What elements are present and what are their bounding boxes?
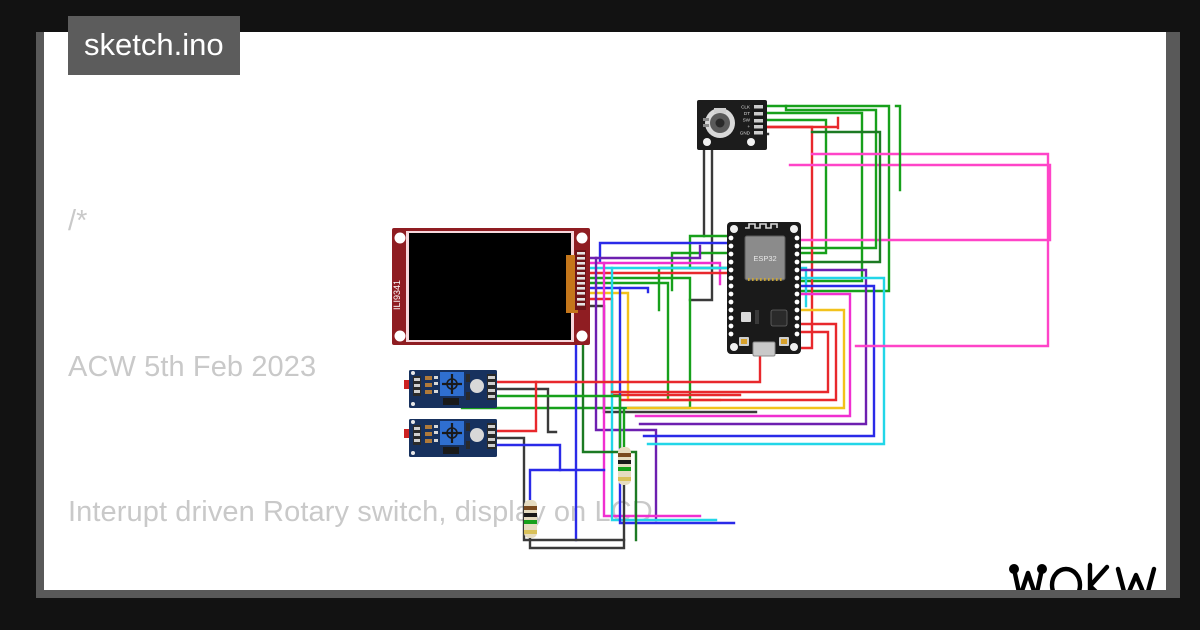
wire-green-1[interactable] bbox=[758, 104, 891, 293]
wire-red-right[interactable] bbox=[618, 322, 838, 402]
wire-cyan-down[interactable] bbox=[610, 266, 718, 522]
wire-black-res-bottom[interactable] bbox=[528, 483, 626, 550]
wire-blue-res[interactable] bbox=[528, 468, 562, 502]
code-line: /* bbox=[68, 205, 88, 237]
file-tab-sketch-ino[interactable]: sketch.ino bbox=[68, 16, 240, 75]
esp32-chip-label: ESP32 bbox=[753, 254, 776, 263]
wire-blue-esp-left[interactable] bbox=[598, 241, 729, 264]
part-resistor-1[interactable] bbox=[524, 500, 537, 538]
wire-greendark-down[interactable] bbox=[581, 281, 638, 542]
code-line: ACW 5th Feb 2023 bbox=[68, 350, 317, 383]
wire-purple-down[interactable] bbox=[594, 256, 658, 522]
wire-black-sensor1[interactable] bbox=[495, 387, 558, 434]
wire-pink-outer[interactable] bbox=[788, 163, 1052, 242]
part-ili9341-display[interactable]: ILI9341 bbox=[392, 228, 590, 345]
wire-yellow-right[interactable] bbox=[626, 308, 846, 410]
encoder-pin-label: SW bbox=[743, 118, 751, 123]
encoder-pin-label: GND bbox=[740, 131, 751, 136]
wire-purple-disp[interactable] bbox=[586, 244, 702, 260]
wire-blue-disp[interactable] bbox=[586, 286, 650, 294]
wire-blue-right[interactable] bbox=[642, 284, 876, 438]
wire-magenta-disp[interactable] bbox=[586, 261, 722, 286]
part-sensor-module-2[interactable] bbox=[404, 419, 497, 457]
wire-blue-down[interactable] bbox=[618, 286, 736, 525]
wire-black-sensor2[interactable] bbox=[495, 436, 626, 542]
encoder-pin-label: CLK bbox=[741, 105, 751, 110]
wire-layer bbox=[460, 104, 1052, 550]
wire-red-sensor2[interactable] bbox=[495, 380, 538, 433]
encoder-pin-label: DT bbox=[744, 111, 750, 116]
wire-green-tail[interactable] bbox=[894, 104, 902, 192]
code-line: Interupt driven Rotary switch, display o… bbox=[68, 496, 653, 528]
wire-magenta-down[interactable] bbox=[602, 261, 702, 518]
wire-pink-sweep[interactable] bbox=[810, 152, 1050, 348]
wire-green-3[interactable] bbox=[766, 118, 828, 255]
wire-red-right2[interactable] bbox=[610, 330, 830, 394]
wokwi-logo bbox=[1009, 562, 1157, 590]
wire-green-sensor1[interactable] bbox=[495, 394, 622, 449]
wire-green-big-loop[interactable] bbox=[784, 104, 878, 250]
wire-cyan-right[interactable] bbox=[646, 276, 886, 446]
wire-gray-trunk[interactable] bbox=[688, 148, 714, 302]
wire-magenta-right[interactable] bbox=[634, 292, 852, 418]
part-sensor-module-1[interactable] bbox=[404, 370, 497, 408]
wokwi-diagram-canvas[interactable]: /* ACW 5th Feb 2023 Interupt driven Rota… bbox=[44, 32, 1166, 590]
part-resistor-2[interactable] bbox=[618, 447, 631, 485]
wire-greendark-loop[interactable] bbox=[799, 130, 882, 264]
circuit-diagram[interactable]: CLK DT SW + GND ILI9341 bbox=[44, 32, 1166, 590]
wire-blue-sensor2[interactable] bbox=[495, 443, 606, 472]
part-rotary-encoder[interactable]: CLK DT SW + GND bbox=[697, 100, 767, 150]
part-esp32-devkit[interactable]: ESP32 bbox=[727, 222, 801, 357]
code-underlay: /* ACW 5th Feb 2023 Interupt driven Rota… bbox=[68, 100, 1166, 590]
wire-yellow-disp[interactable] bbox=[586, 291, 722, 402]
wire-green-disp2[interactable] bbox=[586, 281, 670, 400]
display-label: ILI9341 bbox=[392, 280, 402, 310]
encoder-pin-label: + bbox=[747, 124, 750, 129]
